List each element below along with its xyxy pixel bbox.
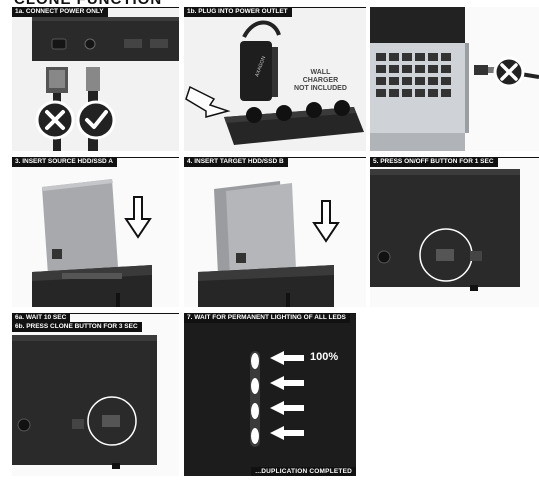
panel-step-5: 5. PRESS ON/OFF BUTTON FOR 1 SEC <box>370 157 539 307</box>
step-1b-illustration: AXAGON <box>185 20 364 145</box>
cross-circle-icon <box>493 56 525 88</box>
led-percent: 100% <box>310 351 339 363</box>
step-1a-label: 1a. CONNECT POWER ONLY <box>12 7 108 17</box>
led-4 <box>251 428 259 444</box>
clone-button <box>102 415 120 427</box>
panel-laptop <box>370 7 539 151</box>
cross-circle-icon <box>35 100 75 140</box>
led-1 <box>251 353 259 369</box>
wall-charger-note: WALL CHARGER NOT INCLUDED <box>294 69 347 92</box>
led-2 <box>251 378 259 394</box>
panel-step-7: 7. WAIT FOR PERMANENT LIGHTING OF ALL LE… <box>184 313 356 476</box>
panel-step-4: 4. INSERT TARGET HDD/SSD B <box>184 157 366 307</box>
step-4-label: 4. INSERT TARGET HDD/SSD B <box>184 157 288 167</box>
left-arrow-icon <box>270 351 304 440</box>
down-arrow-icon <box>312 200 340 243</box>
led-3 <box>251 403 259 419</box>
laptop-illustration <box>370 7 539 151</box>
step-4-illustration <box>198 181 340 307</box>
power-button <box>436 249 454 261</box>
step-5-illustration <box>370 169 520 291</box>
step-1a-illustration <box>32 17 179 151</box>
panel-rule <box>12 313 179 314</box>
right-arrow-icon <box>185 85 231 118</box>
step-3-illustration <box>32 179 152 307</box>
panel-step-6: 6a. WAIT 10 SEC 6b. PRESS CLONE BUTTON F… <box>12 313 179 476</box>
step-7-label: 7. WAIT FOR PERMANENT LIGHTING OF ALL LE… <box>184 313 350 323</box>
panel-step-1a: 1a. CONNECT POWER ONLY <box>12 7 179 151</box>
panel-step-3: 3. INSERT SOURCE HDD/SSD A <box>12 157 179 307</box>
step-1b-label: 1b. PLUG INTO POWER OUTLET <box>184 7 292 17</box>
page-heading: CLONE FUNCTION <box>0 0 539 8</box>
led-illustration <box>250 351 304 447</box>
step-3-label: 3. INSERT SOURCE HDD/SSD A <box>12 157 117 167</box>
step-5-label: 5. PRESS ON/OFF BUTTON FOR 1 SEC <box>370 157 498 167</box>
step-6a-label: 6a. WAIT 10 SEC <box>12 313 71 323</box>
check-circle-icon <box>76 100 116 140</box>
panel-step-1b: 1b. PLUG INTO POWER OUTLET AXAGON WALL C… <box>184 7 366 151</box>
page-heading-text: CLONE FUNCTION <box>14 0 162 8</box>
step-6-illustration <box>12 335 157 469</box>
duplication-completed-label: ...DUPLICATION COMPLETED <box>251 467 356 476</box>
down-arrow-icon <box>124 196 152 239</box>
step-6b-label: 6b. PRESS CLONE BUTTON FOR 3 SEC <box>12 322 142 332</box>
